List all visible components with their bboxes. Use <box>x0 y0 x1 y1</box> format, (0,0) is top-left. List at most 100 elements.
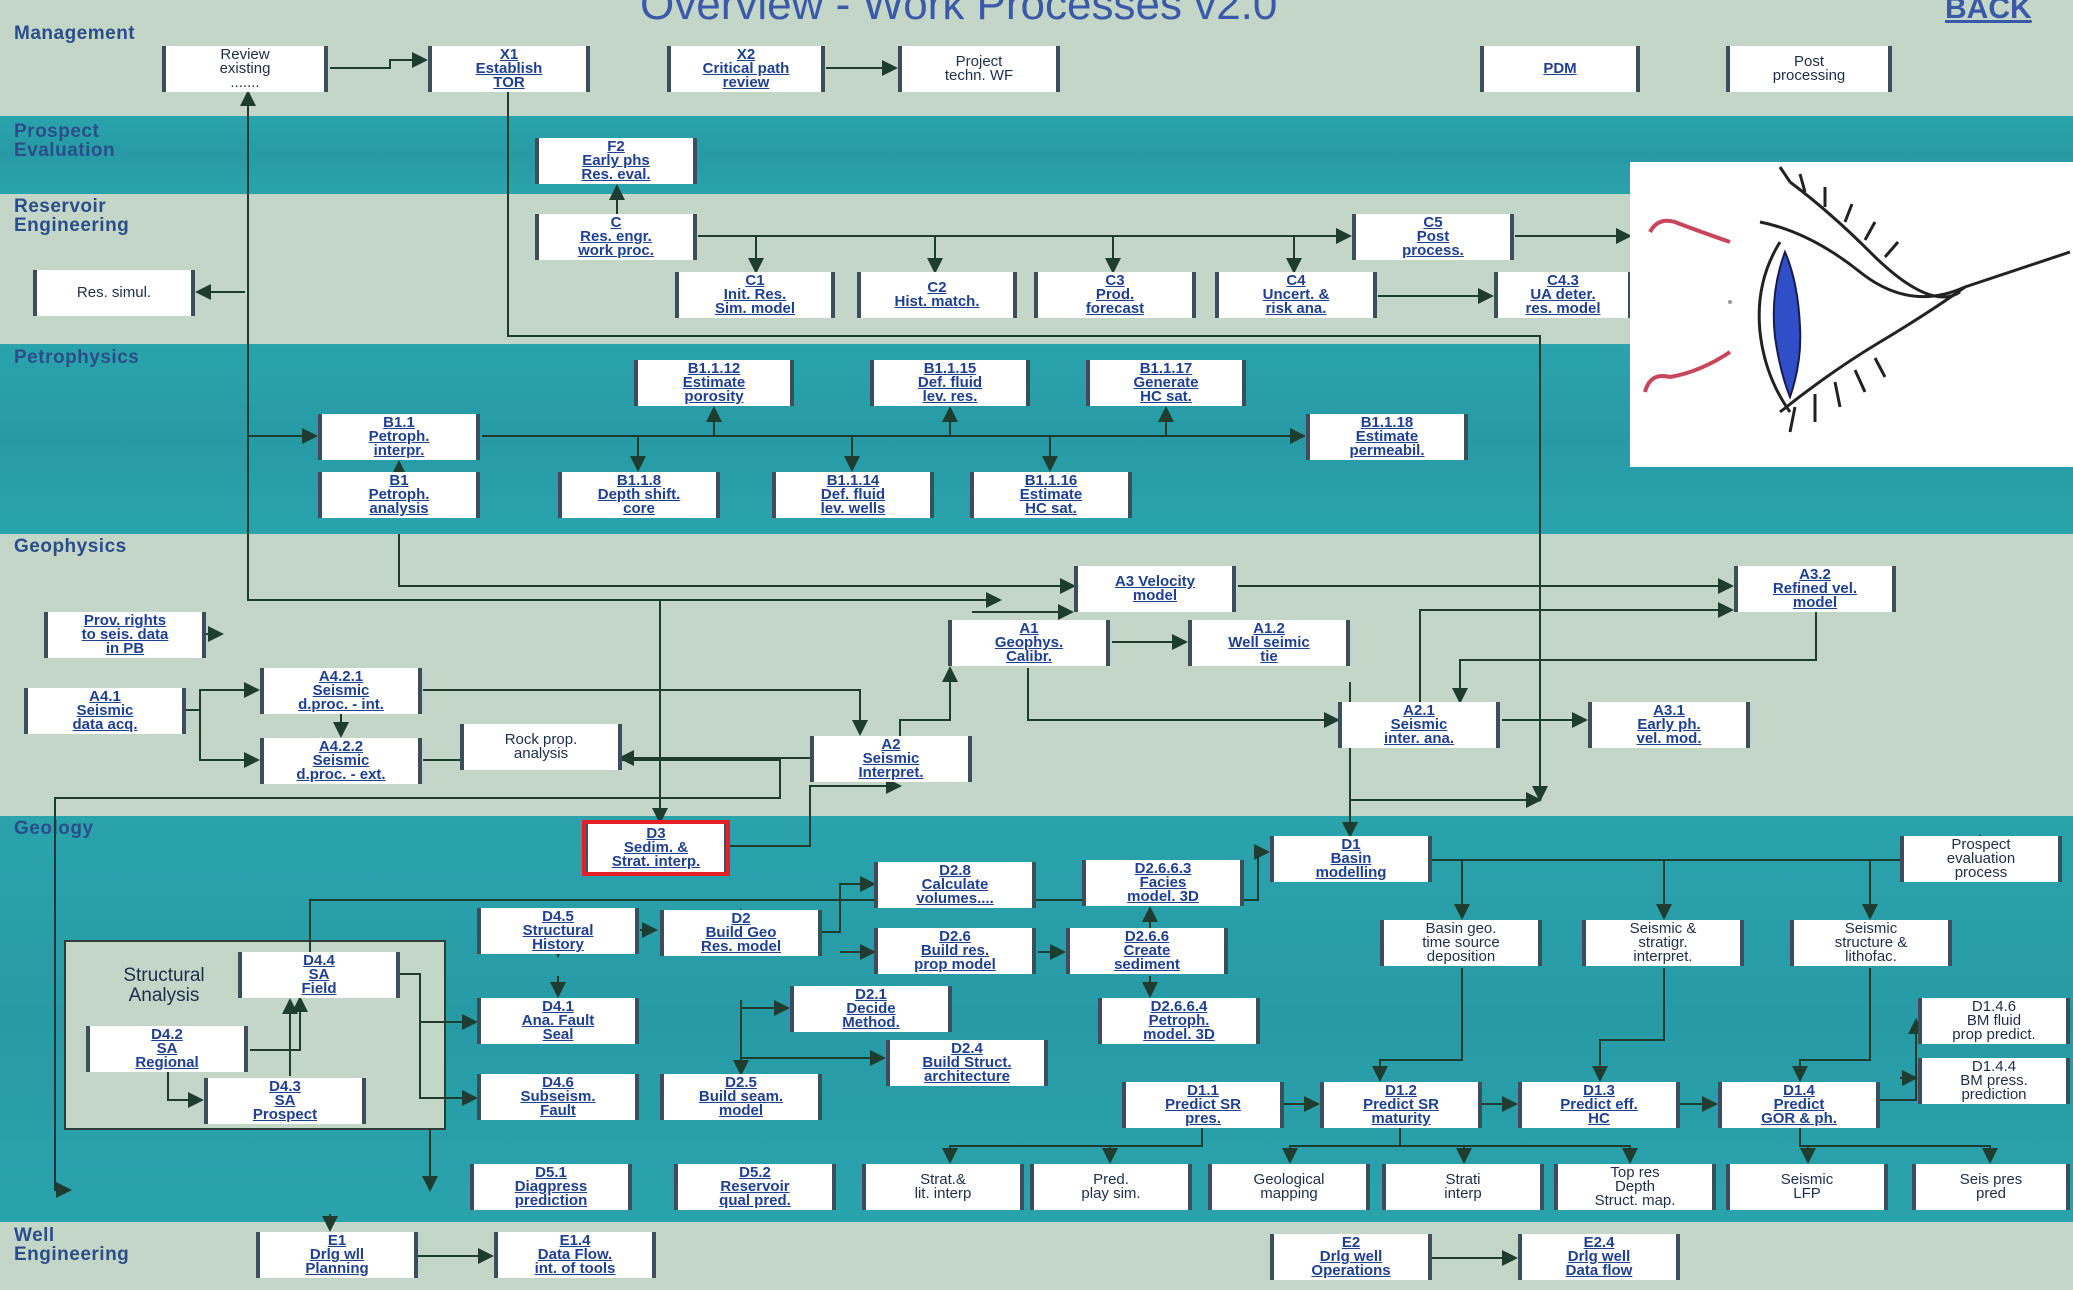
back-link[interactable]: BACK <box>1945 0 2032 25</box>
process-box-line: Basin geo. <box>1425 920 1497 937</box>
process-box-line: Seismic <box>862 750 920 767</box>
process-box-strat[interactable]: Strat.&lit. interp <box>862 1164 1024 1210</box>
process-box-line: Struct. map. <box>1594 1192 1676 1209</box>
connector-line <box>507 92 1548 802</box>
process-box-line: D2.5 <box>725 1074 757 1091</box>
connector-line <box>1880 1018 1924 1101</box>
process-box-text: Seismic &stratigr.interpret. <box>1630 921 1697 964</box>
process-box-line: Refined vel. <box>1772 580 1858 597</box>
connector-line <box>1419 602 1734 702</box>
eye-icon <box>1643 166 2071 433</box>
process-box-ressim[interactable]: Res. simul. <box>33 270 195 316</box>
process-box-pdm[interactable]: PDM <box>1480 46 1640 92</box>
process-box-seisstrat[interactable]: Seismic &stratigr.interpret. <box>1582 920 1744 966</box>
process-box-rock[interactable]: Rock prop.analysis <box>460 724 622 770</box>
process-box-pred[interactable]: Pred.play sim. <box>1030 1164 1192 1210</box>
process-box-line: Well seimic <box>1228 634 1310 651</box>
process-box-line: Seismic <box>76 702 134 719</box>
process-box-line: Geophys. <box>994 634 1064 651</box>
process-box-line: Structural <box>522 922 594 939</box>
